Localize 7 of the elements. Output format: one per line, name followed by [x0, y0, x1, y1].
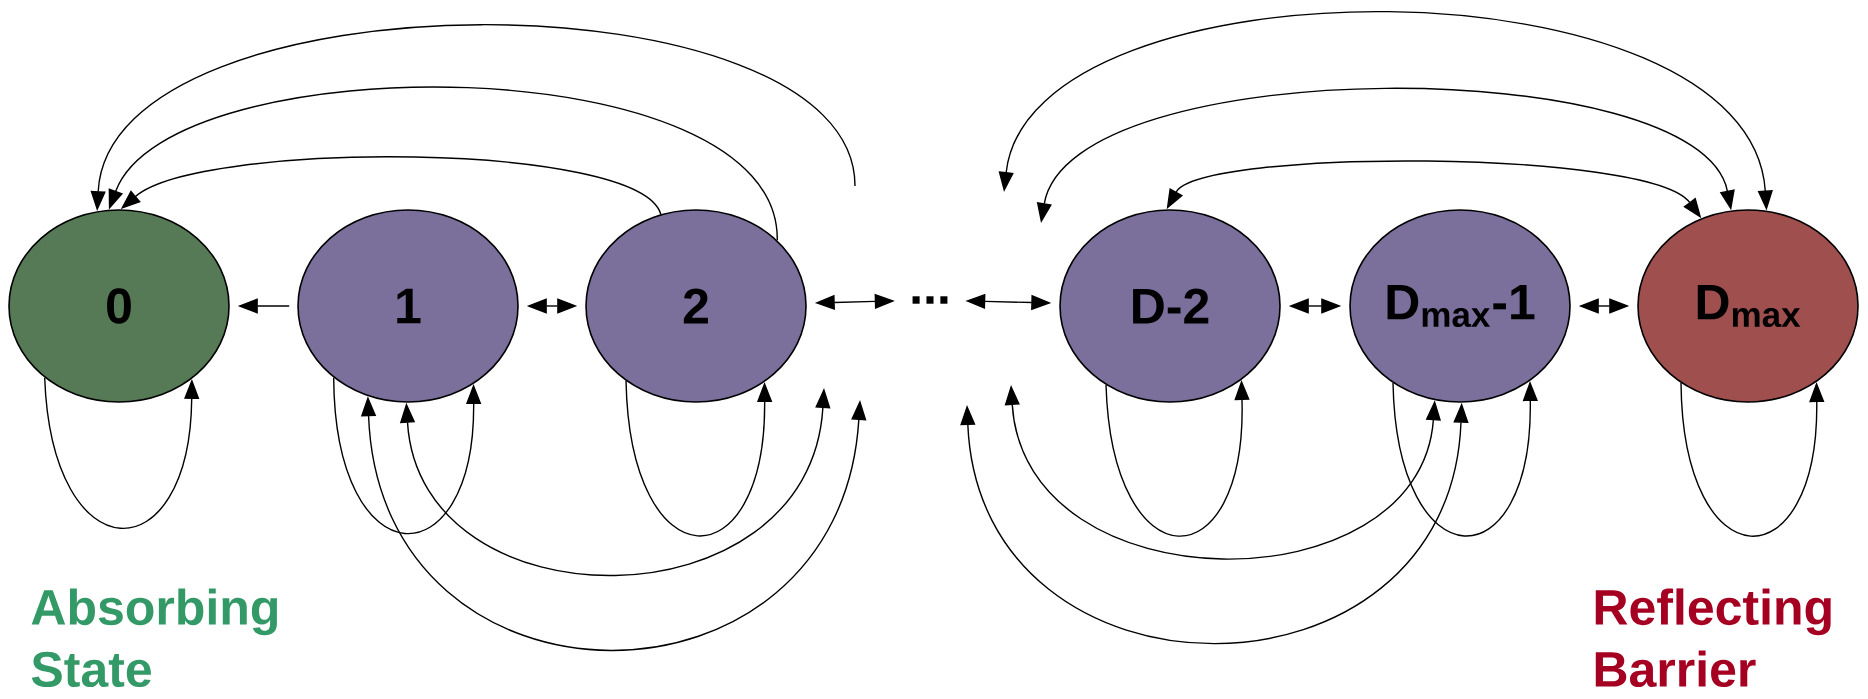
state-caption: Reflecting Barrier: [1595, 588, 1831, 688]
self-loop-arrow: [1680, 382, 1825, 537]
self-loop-arrow: [333, 377, 482, 535]
ellipsis: ...: [912, 296, 948, 304]
state-caption: Absorbing State: [31, 588, 278, 688]
self-loop-arrow: [44, 377, 200, 529]
self-loop-arrow: [625, 380, 773, 537]
